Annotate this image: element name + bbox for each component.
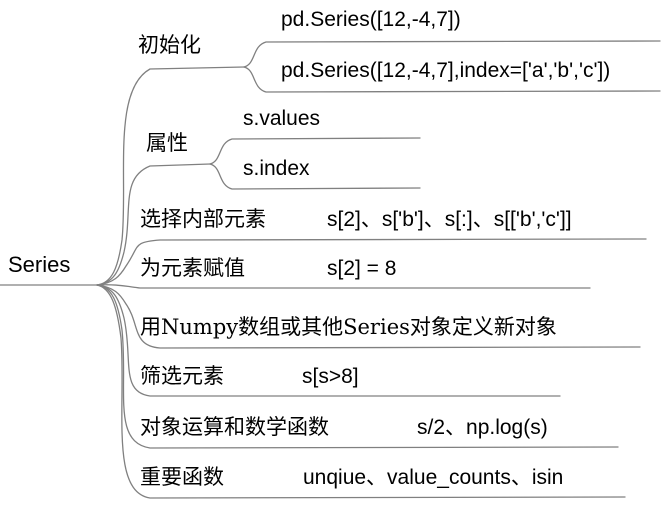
wire-branch-2 [96,163,211,286]
wire-branch-7 [96,284,619,449]
wire-branch-6 [96,284,561,397]
branch-label-initialization[interactable]: 初始化 [138,33,201,57]
wire-branch-8 [96,284,626,499]
leaf-s-values[interactable]: s.values [243,107,321,130]
leaf-s-index[interactable]: s.index [243,157,310,180]
wire-branch-1-child-1 [243,40,661,68]
leaf-series-basic[interactable]: pd.Series([12,-4,7]) [281,8,461,31]
leaf-series-with-index[interactable]: pd.Series([12,-4,7],index=['a','b','c']) [281,59,611,82]
root-node-label[interactable]: Series [8,252,71,277]
branch-value-select-elements[interactable]: s[2]、s['b']、s[:]、s[['b','c']] [327,208,572,231]
wire-branch-1-child-2 [243,66,661,93]
wire-branch-5 [96,284,641,349]
wire-branch-4 [96,284,591,289]
branch-label-filter-elements[interactable]: 筛选元素 [140,364,224,388]
branch-label-assign-value[interactable]: 为元素赋值 [140,256,245,280]
branch-value-filter-elements[interactable]: s[s>8] [302,365,359,388]
branch-label-attributes[interactable]: 属性 [146,131,188,155]
wire-branch-1 [96,66,245,286]
branch-value-assign-value[interactable]: s[2] = 8 [327,257,397,280]
branch-label-operations-math[interactable]: 对象运算和数学函数 [140,415,329,439]
branch-label-select-elements[interactable]: 选择内部元素 [140,207,266,231]
branch-label-define-from-numpy[interactable]: 用Numpy数组或其他Series对象定义新对象 [140,315,557,339]
wire-branch-3 [96,238,647,286]
branch-value-operations-math[interactable]: s/2、np.log(s) [417,416,548,439]
wire-branch-2-child-2 [209,163,421,190]
branch-value-important-functions[interactable]: unqiue、value_counts、isin [303,466,564,489]
wire-branch-2-child-1 [209,137,421,165]
branch-label-important-functions[interactable]: 重要函数 [140,465,224,489]
